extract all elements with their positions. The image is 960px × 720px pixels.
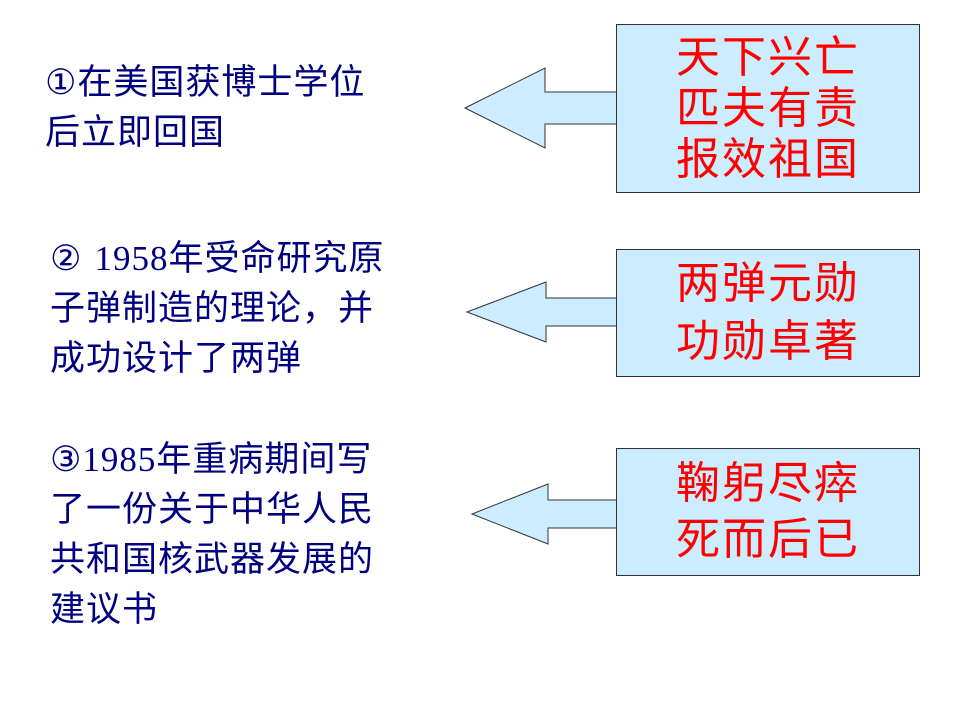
description-3: ③1985年重病期间写 了一份关于中华人民 共和国核武器发展的 建议书 [50, 435, 374, 635]
virtue-box-1: 天下兴亡 匹夫有责 报效祖国 [616, 24, 920, 193]
description-3-line-3: 共和国核武器发展的 [50, 540, 375, 580]
virtue-box-2-line-2: 功勋卓著 [676, 316, 860, 367]
description-2-line-1: ② 1958年受命研究原 [50, 239, 385, 279]
description-3-line-2: 了一份关于中华人民 [50, 490, 375, 530]
left-arrow-2 [465, 281, 619, 343]
virtue-box-3-line-1: 鞠躬尽瘁 [676, 458, 860, 509]
virtue-box-1-line-2: 匹夫有责 [676, 83, 860, 134]
virtue-box-1-line-3: 报效祖国 [676, 134, 860, 185]
virtue-box-2-line-1: 两弹元勋 [676, 258, 860, 309]
virtue-box-2: 两弹元勋 功勋卓著 [616, 249, 920, 377]
left-arrow-3 [470, 483, 619, 545]
description-2-line-2: 子弹制造的理论，并 [50, 289, 375, 329]
description-2-line-3: 成功设计了两弹 [50, 339, 303, 379]
virtue-box-3: 鞠躬尽瘁 死而后已 [616, 448, 920, 576]
description-3-line-4: 建议书 [50, 590, 159, 630]
left-arrow-1 [463, 67, 619, 149]
description-1-line-1: ①在美国获博士学位 [45, 63, 366, 103]
description-1: ①在美国获博士学位 后立即回国 [45, 58, 365, 158]
virtue-box-3-line-2: 死而后已 [676, 514, 860, 565]
description-1-line-2: 后立即回国 [45, 113, 226, 153]
description-2: ② 1958年受命研究原 子弹制造的理论，并 成功设计了两弹 [50, 234, 385, 384]
description-3-line-1: ③1985年重病期间写 [50, 440, 373, 480]
virtue-box-1-line-1: 天下兴亡 [676, 32, 860, 83]
